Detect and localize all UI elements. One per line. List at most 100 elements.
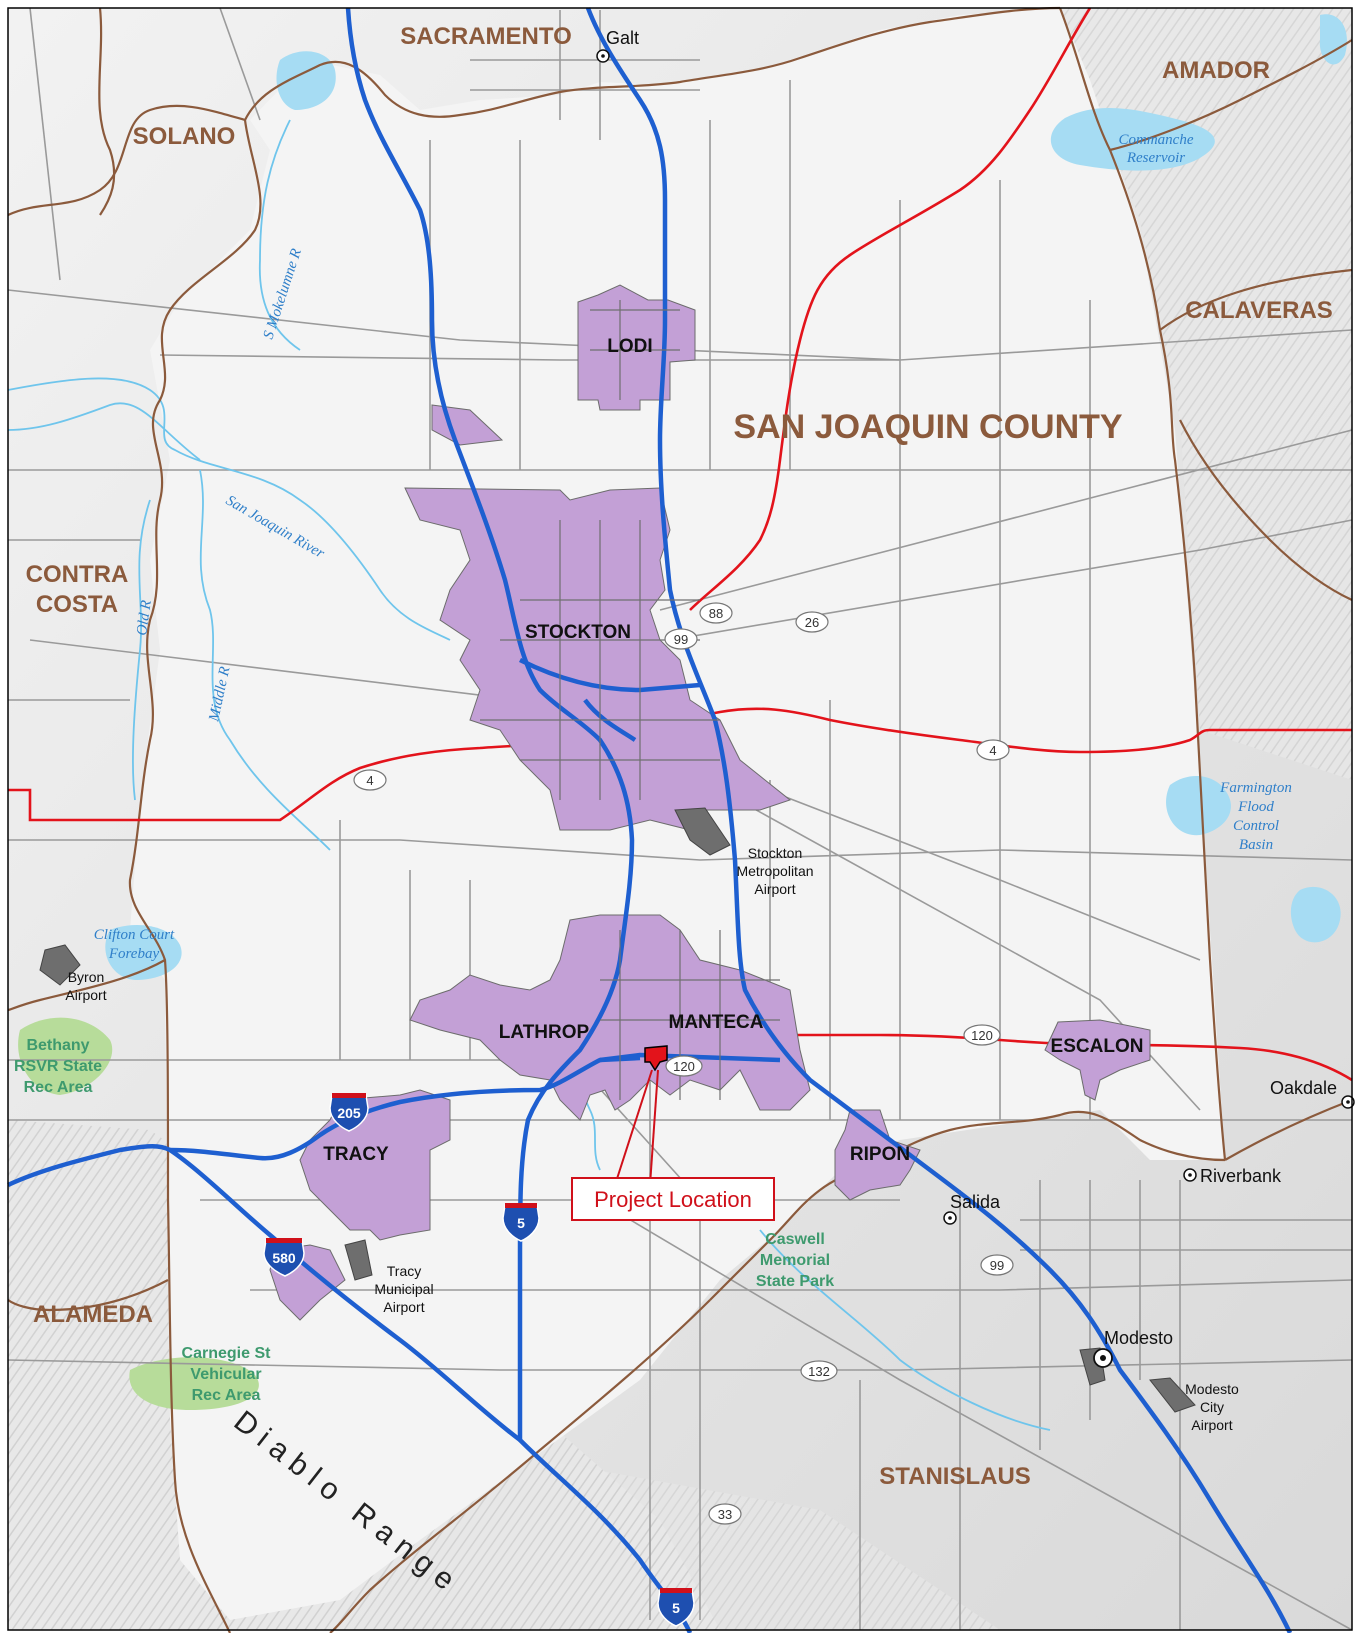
town-label-modesto: Modesto <box>1104 1328 1173 1348</box>
route-shield-120-east: 120 <box>963 1024 1001 1046</box>
interstate-shield-580-text: 580 <box>272 1250 296 1266</box>
route-shield-132: 132 <box>800 1360 838 1382</box>
tracy-airport-shape <box>344 1239 373 1281</box>
airport-label-modesto-line3: Airport <box>1191 1417 1232 1433</box>
carnegie-park <box>129 1357 259 1410</box>
airport-label-stockton-line2: Metropolitan <box>736 863 813 879</box>
airport-label-modesto-line2: City <box>1200 1399 1224 1415</box>
water-label-clifton-line2: Forebay <box>108 946 160 962</box>
county-label-contra-costa-line2: COSTA <box>36 591 118 618</box>
ripon-area <box>834 1109 921 1201</box>
park-label-caswell-line2: Memorial <box>760 1252 830 1269</box>
park-label-bethany-line3: Rec Area <box>24 1079 93 1096</box>
city-label-manteca: MANTECA <box>669 1012 764 1033</box>
park-label-carnegie-line1: Carnegie St <box>182 1345 272 1362</box>
route-shield-132-text: 132 <box>808 1364 830 1379</box>
interstate-shield-5-mid: 5 <box>502 1203 540 1242</box>
route-shield-88: 88 <box>699 602 733 624</box>
route-shield-120-east-text: 120 <box>971 1028 993 1043</box>
county-label-stanislaus: STANISLAUS <box>879 1463 1031 1490</box>
north-lake <box>276 51 336 110</box>
water-label-farmington-line4: Basin <box>1239 837 1273 853</box>
stockton-airport-shape <box>674 807 731 856</box>
project-location-label: Project Location <box>594 1187 752 1212</box>
airport-label-byron-line1: Byron <box>68 969 105 985</box>
route-shield-4-east-text: 4 <box>989 743 996 758</box>
city-label-tracy: TRACY <box>323 1144 389 1165</box>
route-shield-99-north-text: 99 <box>674 632 688 647</box>
route-shield-88-text: 88 <box>709 606 723 621</box>
route-shield-4-west-text: 4 <box>366 773 373 788</box>
route-shield-99-south-text: 99 <box>990 1258 1004 1273</box>
airport-label-tracy-line1: Tracy <box>387 1263 421 1279</box>
byron-airport-shape <box>39 944 81 986</box>
park-label-bethany-line2: RSVR State <box>14 1058 102 1075</box>
route-shield-26: 26 <box>795 611 829 633</box>
airport-label-modesto-line1: Modesto <box>1185 1381 1239 1397</box>
interstate-shield-205-text: 205 <box>337 1105 361 1121</box>
water-label-clifton-line1: Clifton Court <box>94 927 175 943</box>
route-shield-33: 33 <box>708 1503 742 1525</box>
airport-label-stockton-line3: Airport <box>754 881 795 897</box>
route-shield-99-south: 99 <box>980 1254 1014 1276</box>
bethany-park <box>18 1017 113 1095</box>
city-label-escalon: ESCALON <box>1051 1036 1144 1057</box>
water-label-farmington-line3: Control <box>1233 818 1279 834</box>
town-markers <box>596 49 1355 1368</box>
county-label-san-joaquin: SAN JOAQUIN COUNTY <box>733 408 1122 446</box>
park-label-carnegie-line3: Rec Area <box>192 1387 261 1404</box>
town-label-galt: Galt <box>606 28 639 48</box>
route-shield-33-text: 33 <box>718 1507 732 1522</box>
county-label-contra-costa-line1: CONTRA <box>26 561 129 588</box>
county-label-alameda: ALAMEDA <box>33 1301 153 1328</box>
county-label-calaveras: CALAVERAS <box>1185 297 1333 324</box>
county-label-sacramento: SACRAMENTO <box>400 23 572 50</box>
interstate-shield-5-south: 5 <box>657 1588 695 1627</box>
east-reservoir <box>1290 886 1341 943</box>
route-shield-99-north: 99 <box>664 628 698 650</box>
water-label-commanche-line2: Reservoir <box>1126 150 1185 166</box>
interstate-shield-5-south-text: 5 <box>672 1600 680 1616</box>
interstate-shield-580: 580 <box>263 1238 305 1277</box>
sierra-foothills <box>1060 8 1352 780</box>
city-label-stockton: STOCKTON <box>525 622 631 643</box>
town-label-oakdale: Oakdale <box>1270 1078 1337 1098</box>
north-stockton-patch <box>431 404 504 446</box>
park-label-caswell-line3: State Park <box>756 1273 834 1290</box>
clifton-court-forebay <box>105 925 182 980</box>
airport-label-byron-line2: Airport <box>65 987 106 1003</box>
commanche-reservoir <box>1050 108 1215 171</box>
county-lines <box>7 6 1353 1633</box>
airports <box>39 807 1196 1413</box>
water-label-old-r: Old R <box>134 599 155 636</box>
modesto-airport-shape <box>1149 1377 1196 1413</box>
route-shield-4-east: 4 <box>976 739 1010 761</box>
city-label-ripon: RIPON <box>850 1144 910 1165</box>
escalon-area <box>1044 1019 1151 1101</box>
farmington-basin <box>1166 775 1231 836</box>
town-label-riverbank: Riverbank <box>1200 1166 1282 1186</box>
town-label-salida: Salida <box>950 1192 1001 1212</box>
airport-label-tracy-line2: Municipal <box>374 1281 433 1297</box>
county-label-solano: SOLANO <box>133 123 236 150</box>
route-shield-120-west: 120 <box>665 1055 703 1077</box>
park-label-bethany-line1: Bethany <box>26 1037 89 1054</box>
map-frame <box>7 7 1353 1631</box>
route-shield-120-west-text: 120 <box>673 1059 695 1074</box>
route-shield-4-west: 4 <box>353 769 387 791</box>
ne-reservoir <box>1319 14 1348 65</box>
southern-hills-terrain <box>540 1460 1000 1630</box>
interstate-shield-5-mid-text: 5 <box>517 1215 525 1231</box>
park-label-caswell-line1: Caswell <box>765 1231 825 1248</box>
route-shield-26-text: 26 <box>805 615 819 630</box>
city-label-lathrop: LATHROP <box>499 1022 590 1043</box>
water-label-commanche-line1: Commanche <box>1119 132 1194 148</box>
interstate-shield-205: 205 <box>329 1093 369 1132</box>
project-location-marker[interactable] <box>571 1045 775 1221</box>
airport-label-stockton-line1: Stockton <box>748 845 802 861</box>
city-label-lodi: LODI <box>607 336 652 357</box>
water-label-farmington-line2: Flood <box>1237 799 1274 815</box>
urban-streets <box>480 300 780 1100</box>
county-label-amador: AMADOR <box>1162 57 1270 84</box>
